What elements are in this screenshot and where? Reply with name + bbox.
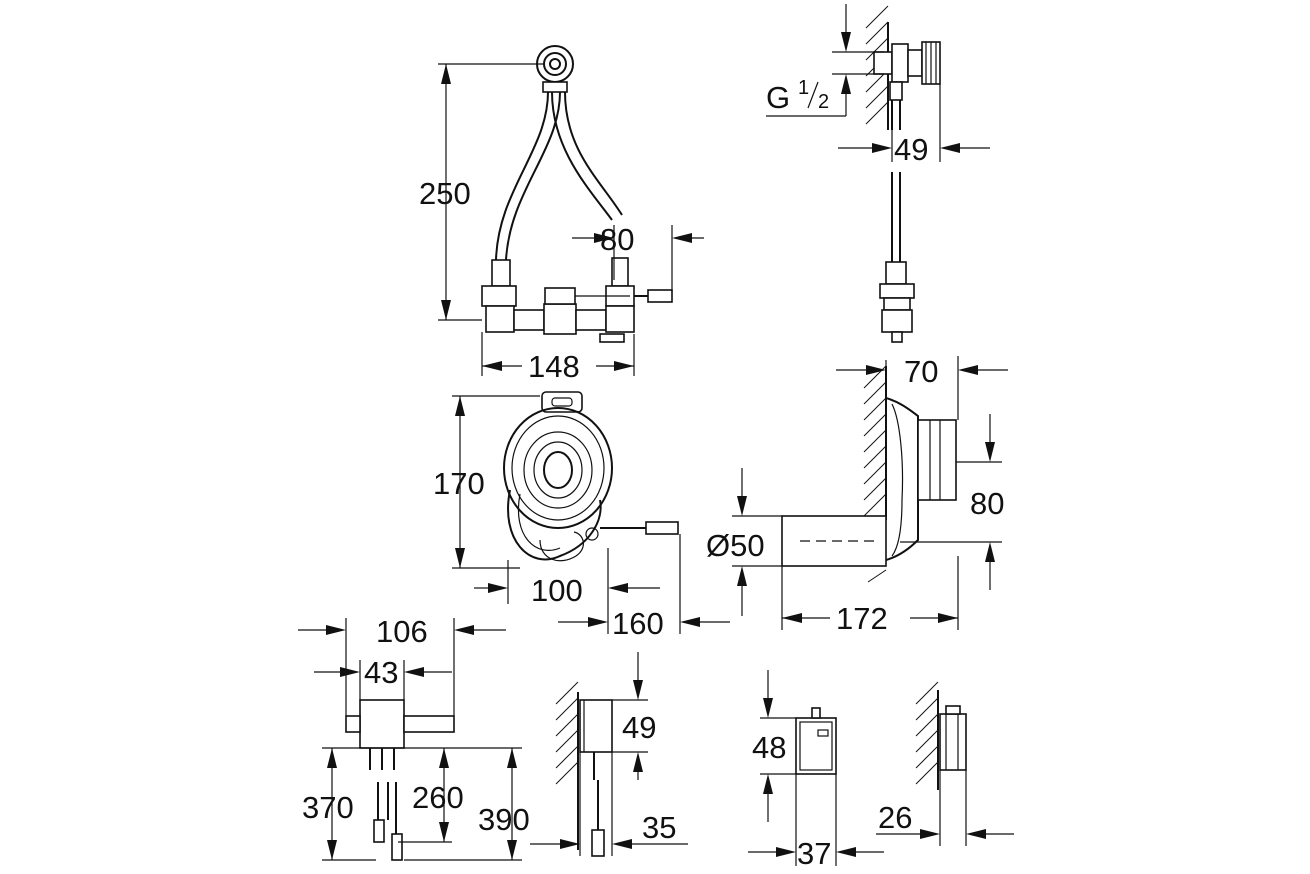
dim-35: 35 [530,752,688,856]
dim-70: 70 [836,354,1008,420]
valve-assembly [481,45,673,343]
dim-49-mid: 49 [612,652,656,780]
dim-148-label: 148 [528,349,580,384]
dim-49-mid-label: 49 [622,710,656,745]
dim-106-label: 106 [376,614,428,649]
dim-70-label: 70 [904,354,938,389]
dim-172: 172 [781,556,959,636]
side-valve-part [873,41,941,343]
dim-170-label: 170 [433,466,485,501]
dim-80-top-label: 80 [600,222,634,257]
dim-100-label: 100 [531,573,583,608]
dim-26-label: 26 [878,800,912,835]
dim-d50-label: Ø50 [706,528,765,563]
dim-370-label: 370 [302,790,354,825]
dim-26: 26 [876,770,1014,846]
dim-160: 160 [558,534,730,641]
dim-106: 106 [298,614,506,716]
dim-250: 250 [419,63,545,321]
dim-170: 170 [433,395,540,569]
thread-label: G [766,80,790,115]
box-side [579,699,613,857]
thread-numerator: 1 [798,77,809,99]
dim-49-top: 49 [838,84,990,167]
dim-100: 100 [474,548,660,634]
dim-260-label: 260 [412,780,464,815]
dim-43: 43 [314,655,452,700]
dim-80-right-label: 80 [970,486,1004,521]
dim-160-label: 160 [612,606,664,641]
dim-80-top: 80 [572,222,704,292]
dim-80-right: 80 [900,414,1004,590]
siphon-front [503,391,679,562]
wall-hatch-sensor [915,681,939,790]
dim-48: 48 [752,670,796,822]
sensor-front [795,707,837,775]
dim-48-label: 48 [752,730,786,765]
dim-d50: Ø50 [706,468,782,616]
dim-172-label: 172 [836,601,888,636]
wall-hatch-siphon [863,365,887,583]
siphon-side [781,397,957,567]
dim-370-260-390: 370 260 390 [302,747,530,861]
dim-250-label: 250 [419,176,471,211]
thread-denominator: 2 [818,91,829,113]
dim-390-label: 390 [478,802,530,837]
dim-37-label: 37 [797,836,831,871]
dim-148: 148 [481,332,635,384]
dim-49-top-label: 49 [894,132,928,167]
sensor-side [939,705,967,771]
dim-43-label: 43 [364,655,398,690]
thread-spec: G 1 2 [766,4,884,117]
dim-37: 37 [748,774,884,871]
wall-hatch-box [555,681,579,850]
control-box [345,699,455,861]
dim-35-label: 35 [642,810,676,845]
